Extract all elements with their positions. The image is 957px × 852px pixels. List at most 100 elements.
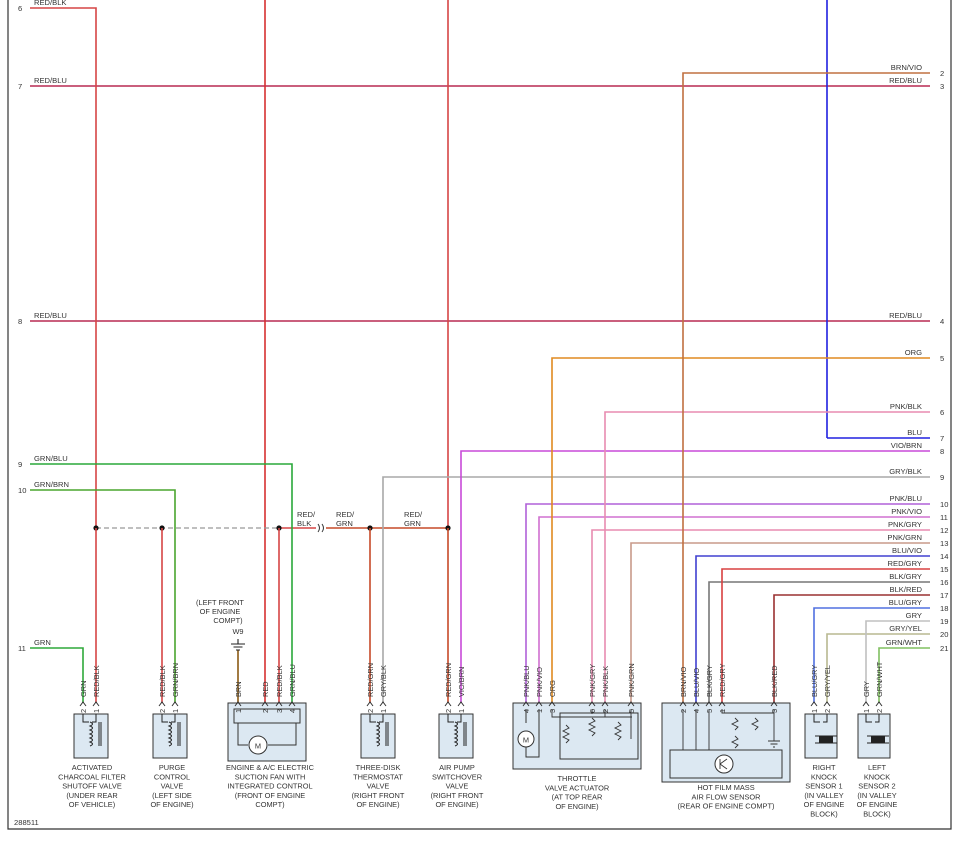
pin-wire-thermostat-2: GRY/BLK: [379, 665, 388, 697]
maf-internal-leads: [682, 709, 775, 750]
pin-number-charcoal-1: 2: [79, 709, 88, 713]
knock2-leads: [865, 714, 889, 744]
wire-blu-gry-row18: [813, 607, 930, 703]
right-row-18-label: BLU/GRY: [889, 598, 922, 607]
component-airpump-valve: [438, 713, 474, 759]
knock1-leads: [813, 714, 837, 744]
splice-label-red-blk-2: BLK: [297, 519, 311, 528]
right-row-5-label: ORG: [905, 348, 922, 357]
pin-wire-fan-1: BRN: [234, 681, 243, 697]
pin-number-maf-2: 4: [692, 709, 701, 713]
caption-charcoal-3: SHUTOFF VALVE: [62, 782, 122, 791]
pin-number-purge-2: 1: [171, 709, 180, 713]
left-row-11-number: 11: [18, 644, 26, 653]
right-row-6-number: 6: [940, 408, 944, 417]
motor-symbol-throttle: M: [523, 736, 529, 745]
caption-knock2-5: OF ENGINE: [857, 800, 898, 809]
pin-number-maf-5: 3: [770, 709, 779, 713]
pin-number-knock2-2: 2: [875, 709, 884, 713]
left-row-10-number: 10: [18, 486, 26, 495]
pin-number-charcoal-2: 1: [92, 709, 101, 713]
maf-circuit-module: [669, 749, 783, 779]
right-row-11-number: 11: [940, 513, 948, 522]
wire-brn-vio-row2: [682, 72, 930, 703]
pin-arrow-maf-4: [718, 701, 726, 707]
caption-throttle-1: THROTTLE: [557, 774, 596, 783]
left-row-8-label: RED/BLU: [34, 311, 67, 320]
right-row-15-number: 15: [940, 565, 948, 574]
pin-arrow-fan-2: [261, 701, 269, 707]
pin-number-fan-4: 4: [288, 709, 297, 713]
right-row-3-label: RED/BLU: [889, 76, 922, 85]
caption-thermostat-1: THREE-DISK: [356, 763, 401, 772]
caption-purge-5: OF ENGINE): [150, 800, 193, 809]
pin-number-throttle-1: 4: [522, 709, 531, 713]
motor-icon-fan: [248, 735, 268, 755]
pin-wire-fan-2: RED: [261, 681, 270, 697]
motor-symbol-fan: M: [255, 742, 261, 751]
wire-gry-row19: [865, 620, 930, 703]
caption-knock1-1: RIGHT: [813, 763, 836, 772]
ground-caption-3: COMPT): [213, 616, 242, 625]
pin-wire-charcoal-1: GRN: [79, 681, 88, 697]
splice-label-red-blk-1: RED/: [297, 510, 316, 519]
caption-charcoal-5: OF VEHICLE): [69, 800, 115, 809]
caption-thermostat-4: (RIGHT FRONT: [352, 791, 405, 800]
wire-vio-brn-row8: [460, 450, 930, 703]
pin-wire-maf-5: BLK/RED: [770, 665, 779, 697]
right-row-16-number: 16: [940, 578, 948, 587]
pin-wire-knock2-2: GRN/WHT: [875, 661, 884, 697]
pin-arrow-maf-3: [705, 701, 713, 707]
wire-grn-brn-row10: [30, 489, 176, 703]
pin-number-airpump-2: 1: [457, 709, 466, 713]
wire-blk-gry-row16: [708, 581, 930, 703]
pin-arrow-fan-1: [234, 701, 242, 707]
pin-number-maf-3: 5: [705, 709, 714, 713]
pin-arrow-fan-4: [288, 701, 296, 707]
right-row-4-label: RED/BLU: [889, 311, 922, 320]
pin-arrow-purge-2: [171, 701, 179, 707]
right-row-19-label: GRY: [906, 611, 922, 620]
left-row-10-label: GRN/BRN: [34, 480, 69, 489]
piezo-icon-knock1: [819, 736, 833, 743]
pin-number-fan-2: 2: [261, 709, 270, 713]
pin-wire-airpump-1: RED/GRN: [444, 663, 453, 697]
pin-arrow-airpump-2: [457, 701, 465, 707]
left-row-9-label: GRN/BLU: [34, 454, 68, 463]
pin-number-thermostat-1: 2: [366, 709, 375, 713]
caption-thermostat-3: VALVE: [367, 782, 390, 791]
pin-arrow-maf-5: [770, 701, 778, 707]
caption-charcoal-2: CHARCOAL FILTER: [58, 772, 126, 781]
ground-icon: [231, 639, 245, 651]
pin-number-thermostat-2: 1: [379, 709, 388, 713]
splice-label-red-grn-a-2: GRN: [336, 519, 353, 528]
left-row-6-label: RED/BLK: [34, 0, 67, 7]
right-row-14-label: BLU/VIO: [892, 546, 922, 555]
transistor-symbol-maf: [719, 758, 728, 770]
right-row-13-label: PNK/GRN: [887, 533, 922, 542]
pin-wire-fan-3: RED/BLK: [275, 665, 284, 697]
caption-knock2-3: SENSOR 2: [858, 782, 895, 791]
maf-ground-icon: [768, 713, 780, 748]
splice-label-red-grn-a-1: RED/: [336, 510, 355, 519]
caption-fan-4: (FRONT OF ENGINE: [235, 791, 306, 800]
pin-number-fan-1: 1: [234, 709, 243, 713]
wire-org-row5: [551, 357, 930, 703]
pin-arrow-throttle-5: [601, 701, 609, 707]
caption-purge-3: VALVE: [161, 782, 184, 791]
charcoal-leads: [82, 714, 97, 723]
component-suction-fan: [227, 702, 307, 762]
pin-wire-purge-2: GRN/BRN: [171, 663, 180, 697]
pin-arrow-fan-3: [275, 701, 283, 707]
coil-icon-airpump: [453, 721, 458, 747]
pin-arrow-charcoal-1: [79, 701, 87, 707]
pin-wire-thermostat-1: RED/GRN: [366, 663, 375, 697]
caption-throttle-4: OF ENGINE): [555, 802, 598, 811]
pin-wire-purge-1: RED/BLK: [158, 665, 167, 697]
wire-pnk-blk-row6: [604, 411, 930, 703]
right-row-20-label: GRY/YEL: [889, 624, 922, 633]
throttle-resistor-icons: [561, 717, 623, 744]
pin-number-maf-4: 1: [718, 709, 727, 713]
right-row-13-number: 13: [940, 539, 948, 548]
